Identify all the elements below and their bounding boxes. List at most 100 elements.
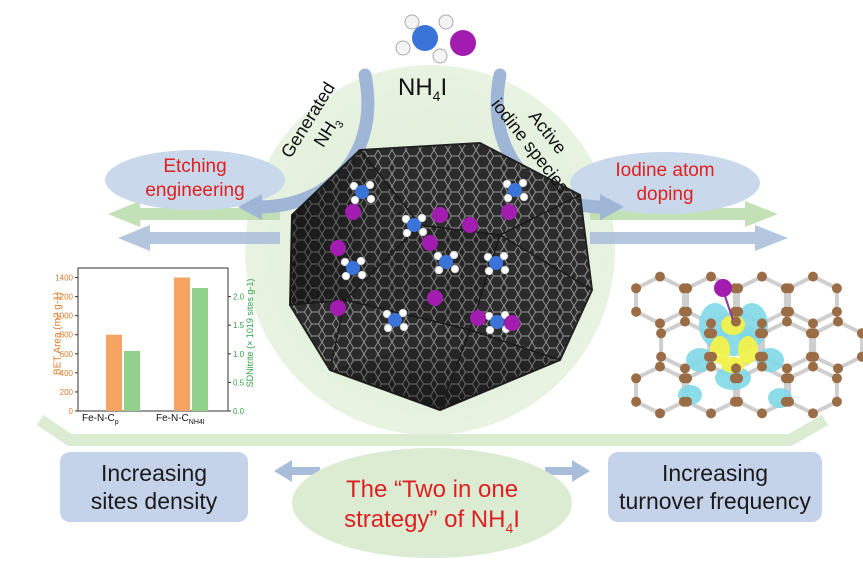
iodine-atom	[330, 240, 346, 256]
carbon-atom	[680, 363, 690, 374]
carbon-atom	[808, 271, 818, 282]
hydrogen-atom	[365, 180, 375, 190]
iodine-atom	[345, 204, 361, 220]
right-tick-label: 1.0	[233, 350, 245, 359]
hydrogen-atom	[519, 192, 529, 202]
carbon-atom	[682, 306, 693, 317]
carbon-atom	[757, 271, 767, 282]
carbon-atom	[784, 283, 795, 294]
doped-iodine-atom	[714, 279, 732, 297]
iodine-atom	[504, 315, 520, 331]
hydrogen-atom	[483, 252, 493, 262]
right-tick-label: 2.0	[233, 293, 245, 302]
hydrogen-atom	[401, 214, 411, 224]
carbon-atom	[856, 351, 863, 362]
hydrogen-atom	[500, 265, 510, 275]
nitrogen-atom	[439, 255, 453, 269]
chart-left-axis-label: BET Area (m2 g-1)	[52, 291, 64, 376]
carbon-atom	[831, 283, 842, 294]
hydrogen-atom	[484, 266, 494, 276]
hydrogen-atom	[366, 194, 376, 204]
iodine-atom	[462, 217, 478, 233]
iodine-atom	[330, 300, 346, 316]
carbon-atom	[757, 318, 767, 329]
strategy-ellipse	[292, 448, 572, 558]
hydrogen-atom	[418, 227, 428, 237]
hydrogen-atom	[449, 250, 459, 260]
left-tick-label: 800	[60, 331, 74, 340]
left-fade-arrows	[108, 201, 280, 251]
carbon-atom	[655, 361, 665, 372]
hydrogen-atom	[503, 193, 513, 203]
doping-ellipse	[570, 152, 760, 214]
etching-ellipse	[105, 150, 285, 210]
carbon-atom	[733, 396, 744, 407]
hydrogen-atom	[502, 179, 512, 189]
left-tick-label: 1000	[55, 312, 73, 321]
iodine-atom	[501, 204, 517, 220]
carbon-atom	[784, 306, 795, 317]
carbon-atom	[706, 408, 716, 419]
carbon-atom	[808, 318, 818, 329]
carbon-atom	[831, 373, 842, 384]
carbon-atom	[631, 306, 642, 317]
nitrogen-atom	[346, 261, 360, 275]
left-tick-label: 0	[69, 407, 74, 416]
reagent-formula: NH4I	[398, 74, 448, 104]
nitrogen-atom	[489, 256, 503, 270]
chart-right-axis-label: SDNitrite (× 1019 sites g-1)	[245, 278, 255, 388]
carbon-atom	[682, 283, 693, 294]
nitrogen-atom	[490, 315, 504, 329]
carbon-atom	[808, 361, 818, 372]
carbon-atom	[808, 408, 818, 419]
carbon-atom	[784, 396, 795, 407]
hydrogen-atom	[398, 308, 408, 318]
hydrogen-atom	[518, 178, 528, 188]
nitrogen-atom	[508, 183, 522, 197]
hydrogen-atom	[349, 181, 359, 191]
hydrogen-atom	[433, 251, 443, 261]
right-fade-arrows	[590, 201, 788, 251]
turnover-frequency-label: Increasing turnover frequency	[619, 460, 811, 514]
carbon-atom	[757, 408, 767, 419]
carbon-atom	[757, 361, 767, 372]
nitrogen-atom	[388, 313, 402, 327]
charge-density-yellow	[738, 336, 758, 364]
right-tick-label: 0.0	[233, 407, 245, 416]
carbon-atom	[833, 316, 843, 327]
carbon-atom	[682, 373, 693, 384]
nh4i-molecule-icon	[395, 14, 476, 64]
left-curved-arrowhead	[238, 194, 262, 220]
left-outcome-arrow	[274, 460, 320, 482]
right-tick-label: 1.5	[233, 321, 245, 330]
hydrogen-atom	[341, 271, 351, 281]
sd-bar	[192, 288, 208, 411]
carbon-atom	[758, 351, 769, 362]
hydrogen-atom	[350, 195, 360, 205]
nitrogen-atom	[355, 185, 369, 199]
hydrogen-atom	[382, 309, 392, 319]
lattice-bond	[634, 274, 686, 326]
carbon-atom	[706, 318, 716, 329]
sites-density-box	[60, 452, 248, 522]
carbon-atom	[733, 283, 744, 294]
carbon-atom	[706, 271, 716, 282]
iodine-doping-label: Iodine atom doping	[615, 160, 715, 205]
iodine-atom	[432, 207, 448, 223]
left-tick-label: 600	[60, 350, 74, 359]
nitrogen-atom	[407, 218, 421, 232]
hydrogen-atom	[356, 256, 366, 266]
carbon-atom	[706, 361, 716, 372]
carbon-atom	[680, 316, 690, 327]
hydrogen-atom	[399, 322, 409, 332]
right-tick-label: 0.5	[233, 378, 245, 387]
hydrogen-atom	[340, 257, 350, 267]
carbon-atom	[631, 373, 642, 384]
carbon-atom	[733, 373, 744, 384]
carbon-atom	[656, 328, 667, 339]
carbon-atom	[782, 316, 792, 327]
bottom-bracket	[36, 414, 828, 446]
carbon-atom	[856, 328, 863, 339]
sd-bar	[124, 350, 140, 411]
